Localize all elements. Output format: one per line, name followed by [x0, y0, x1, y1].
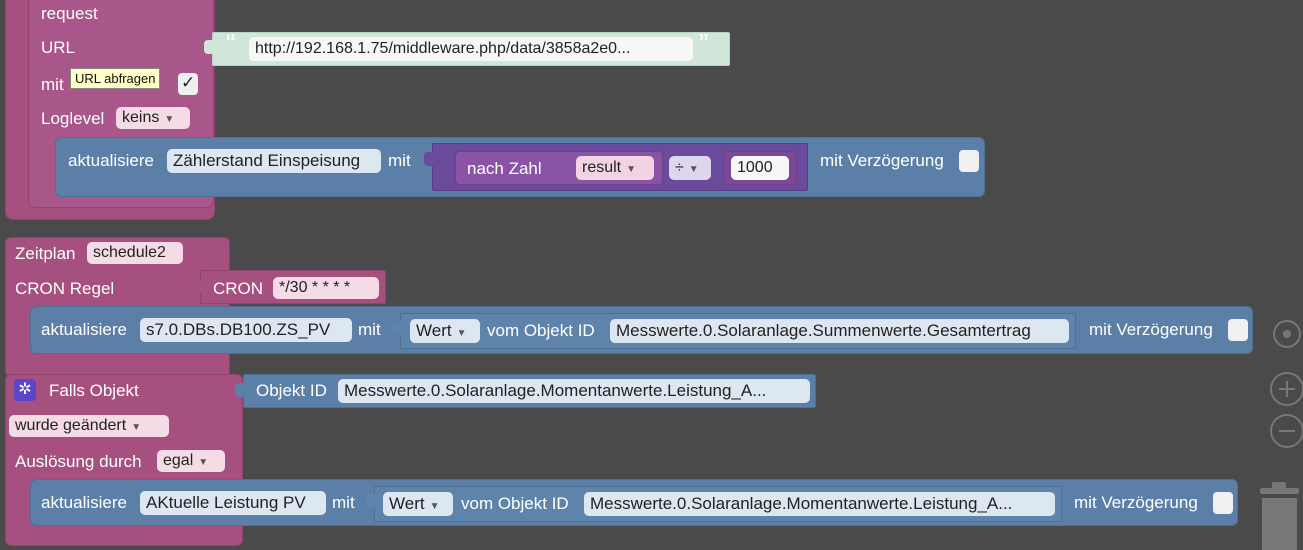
log-checkbox[interactable]: ✓: [178, 73, 198, 95]
label-zeitplan: Zeitplan: [15, 244, 76, 263]
loglevel-dropdown[interactable]: keins▼: [116, 107, 190, 129]
objekt-id-connector: [235, 383, 245, 397]
gear-icon[interactable]: ✲: [14, 379, 36, 401]
get-value-connector-3: [366, 494, 376, 508]
delay-checkbox-1[interactable]: [959, 150, 979, 172]
dropdown-arrow-icon: ▼: [688, 164, 699, 175]
close-quote-icon: ”: [699, 28, 709, 59]
wert-dropdown-3[interactable]: Wert▼: [383, 492, 453, 516]
label-ausloesung: Auslösung durch: [15, 452, 142, 471]
label-delay-1: mit Verzögerung: [820, 151, 944, 170]
dropdown-arrow-icon: ▼: [456, 328, 467, 339]
dropdown-arrow-icon: ▼: [429, 501, 440, 512]
operator-dropdown[interactable]: ÷▼: [669, 156, 711, 180]
cron-connector: [192, 279, 202, 293]
label-mit-3: mit: [332, 493, 355, 512]
delay-checkbox-3[interactable]: [1213, 492, 1233, 514]
label-aktualisiere-3: aktualisiere: [41, 493, 127, 512]
result-variable-dropdown[interactable]: result▼: [576, 156, 654, 180]
reset-view-icon[interactable]: [1273, 320, 1301, 348]
math-connector: [424, 152, 434, 166]
trigger-object-id-field[interactable]: Messwerte.0.Solaranlage.Momentanwerte.Le…: [338, 379, 810, 403]
label-nach-zahl: nach Zahl: [467, 159, 542, 178]
label-mit-2: mit: [358, 320, 381, 339]
dropdown-arrow-icon: ▼: [131, 422, 142, 433]
dropdown-arrow-icon: ▼: [164, 114, 175, 125]
tooltip-url-abfragen: URL abfragen: [70, 68, 161, 89]
label-cron-regel: CRON Regel: [15, 279, 115, 298]
label-vom-objekt-2: vom Objekt ID: [487, 321, 595, 340]
label-aktualisiere-2: aktualisiere: [41, 320, 127, 339]
number-input[interactable]: 1000: [731, 156, 789, 180]
dropdown-arrow-icon: ▼: [198, 457, 209, 468]
trash-icon[interactable]: [1256, 482, 1303, 550]
changed-dropdown[interactable]: wurde geändert▼: [9, 415, 169, 437]
open-quote-icon: “: [226, 28, 236, 59]
label-url: URL: [41, 38, 76, 57]
label-request: request: [41, 4, 98, 23]
dropdown-arrow-icon: ▼: [626, 164, 637, 175]
label-delay-3: mit Verzögerung: [1074, 493, 1198, 512]
target-dropdown-zs-pv[interactable]: s7.0.DBs.DB100.ZS_PV: [140, 318, 352, 342]
schedule-name-field[interactable]: schedule2: [87, 242, 183, 264]
label-delay-2: mit Verzögerung: [1089, 320, 1213, 339]
label-mit-1: mit: [388, 151, 411, 170]
label-mit: mit: [41, 75, 64, 94]
label-falls-objekt: Falls Objekt: [49, 381, 139, 400]
label-objekt-id: Objekt ID: [256, 381, 327, 400]
object-id-field-2[interactable]: Messwerte.0.Solaranlage.Summenwerte.Gesa…: [610, 319, 1069, 343]
object-id-field-3[interactable]: Messwerte.0.Solaranlage.Momentanwerte.Le…: [584, 492, 1055, 516]
label-aktualisiere: aktualisiere: [68, 151, 154, 170]
label-vom-objekt-3: vom Objekt ID: [461, 494, 569, 513]
checkmark-icon: ✓: [181, 73, 196, 92]
zoom-out-icon[interactable]: [1270, 414, 1303, 448]
url-text-connector: [204, 40, 214, 54]
get-value-connector-2: [392, 321, 402, 335]
delay-checkbox-2[interactable]: [1228, 319, 1248, 341]
ausloesung-dropdown[interactable]: egal▼: [157, 450, 225, 472]
zoom-in-icon[interactable]: [1270, 372, 1303, 406]
target-dropdown-zaehlerstand[interactable]: Zählerstand Einspeisung: [167, 149, 381, 173]
url-input[interactable]: http://192.168.1.75/middleware.php/data/…: [249, 37, 693, 61]
target-dropdown-aktuelle-leistung[interactable]: AKtuelle Leistung PV: [140, 491, 326, 515]
label-cron: CRON: [213, 279, 264, 298]
cron-value-field[interactable]: */30 * * * *: [273, 277, 379, 299]
label-loglevel: Loglevel: [41, 109, 105, 128]
wert-dropdown-2[interactable]: Wert▼: [410, 319, 480, 343]
